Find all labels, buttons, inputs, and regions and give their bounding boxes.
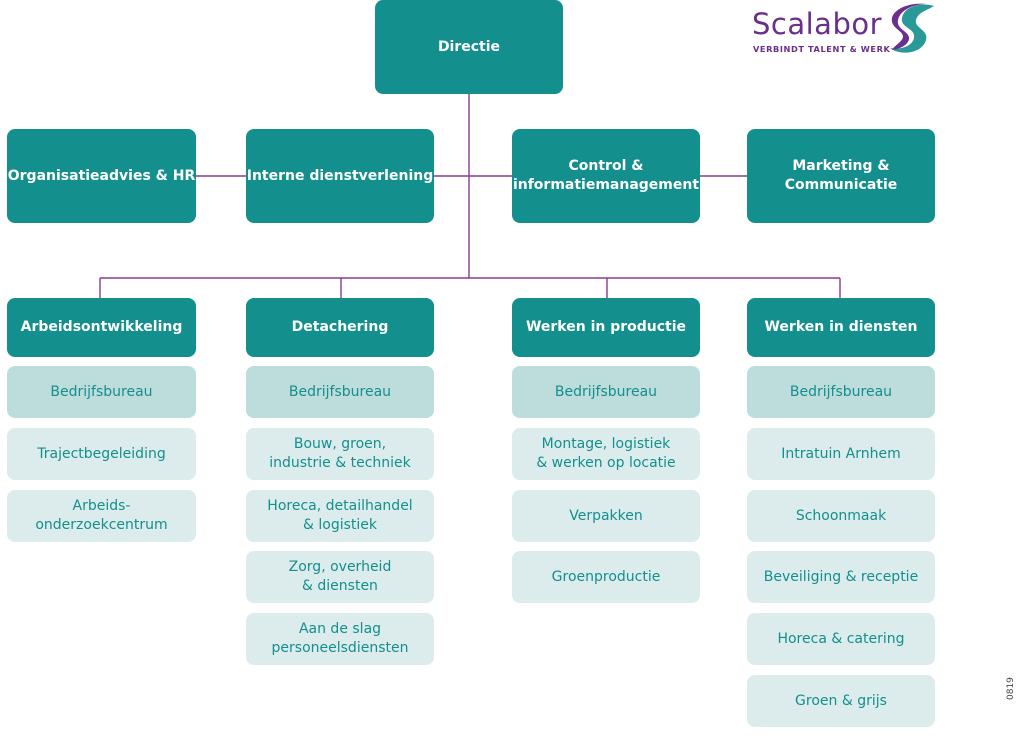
unit-label: Bouw, groen, industrie & techniek xyxy=(269,436,411,471)
unit-label: Bedrijfsbureau xyxy=(50,383,153,400)
node-unit: Bedrijfsbureau xyxy=(512,366,700,418)
node-label: Detachering xyxy=(291,319,389,335)
unit-label: Groen & grijs xyxy=(795,692,887,709)
unit-label: Groenproductie xyxy=(551,568,661,585)
node-label: Organisatieadvies & HR xyxy=(7,167,196,184)
node-unit: Verpakken xyxy=(512,490,700,542)
node-label: Arbeidsontwikkeling xyxy=(20,319,183,335)
node-unit: Arbeids- onderzoekcentrum xyxy=(7,490,196,542)
node-unit: Bedrijfsbureau xyxy=(246,366,434,418)
node-division-arbeidsontwikkeling: Arbeidsontwikkeling xyxy=(7,298,196,357)
node-label: Control & informatiemanagement xyxy=(512,158,700,193)
logo-name: Scalabor xyxy=(752,7,883,41)
node-directie: Directie xyxy=(375,0,563,94)
unit-label: Arbeids- onderzoekcentrum xyxy=(35,498,168,533)
node-unit: Bedrijfsbureau xyxy=(747,366,935,418)
logo-tagline: VERBINDT TALENT & WERK xyxy=(753,44,891,54)
node-staff-control: Control & informatiemanagement xyxy=(512,129,700,223)
node-unit: Intratuin Arnhem xyxy=(747,428,935,480)
unit-label: Aan de slag personeelsdiensten xyxy=(271,621,409,656)
unit-label: Schoonmaak xyxy=(795,507,887,524)
node-staff-marketing: Marketing & Communicatie xyxy=(747,129,935,223)
node-staff-organisatieadvies: Organisatieadvies & HR xyxy=(7,129,196,223)
unit-label: Trajectbegeleiding xyxy=(37,445,166,462)
unit-label: Beveiliging & receptie xyxy=(763,568,919,585)
node-staff-interne-dienstverlening: Interne dienstverlening xyxy=(246,129,434,223)
node-unit: Horeca, detailhandel & logistiek xyxy=(246,490,434,542)
scalabor-logo: Scalabor VERBINDT TALENT & WERK xyxy=(752,3,942,58)
unit-label: Horeca, detailhandel & logistiek xyxy=(267,498,413,533)
unit-label: Montage, logistiek & werken op locatie xyxy=(536,436,676,471)
node-label: Marketing & Communicatie xyxy=(784,158,898,193)
node-label: Werken in productie xyxy=(525,319,687,335)
unit-label: Zorg, overheid & diensten xyxy=(288,559,392,594)
node-division-werken-in-diensten: Werken in diensten xyxy=(747,298,935,357)
document-code: 0819 xyxy=(1006,677,1016,700)
node-unit: Groenproductie xyxy=(512,551,700,603)
node-unit: Beveiliging & receptie xyxy=(747,551,935,603)
node-division-werken-in-productie: Werken in productie xyxy=(512,298,700,357)
node-unit: Groen & grijs xyxy=(747,675,935,727)
node-unit: Bedrijfsbureau xyxy=(7,366,196,418)
node-unit: Bouw, groen, industrie & techniek xyxy=(246,428,434,480)
node-unit: Zorg, overheid & diensten xyxy=(246,551,434,603)
node-unit: Horeca & catering xyxy=(747,613,935,665)
unit-label: Bedrijfsbureau xyxy=(554,383,658,400)
node-unit: Trajectbegeleiding xyxy=(7,428,196,480)
node-unit: Aan de slag personeelsdiensten xyxy=(246,613,434,665)
node-unit: Montage, logistiek & werken op locatie xyxy=(512,428,700,480)
unit-label: Intratuin Arnhem xyxy=(781,445,901,462)
unit-label: Bedrijfsbureau xyxy=(288,383,392,400)
unit-label: Verpakken xyxy=(569,507,643,524)
scalabor-s-mark-icon xyxy=(890,3,934,53)
node-label: Werken in diensten xyxy=(764,319,918,335)
unit-label: Bedrijfsbureau xyxy=(789,383,893,400)
node-label: Interne dienstverlening xyxy=(246,167,434,184)
node-division-detachering: Detachering xyxy=(246,298,434,357)
node-label: Directie xyxy=(437,38,501,55)
unit-label: Horeca & catering xyxy=(777,630,905,647)
node-unit: Schoonmaak xyxy=(747,490,935,542)
